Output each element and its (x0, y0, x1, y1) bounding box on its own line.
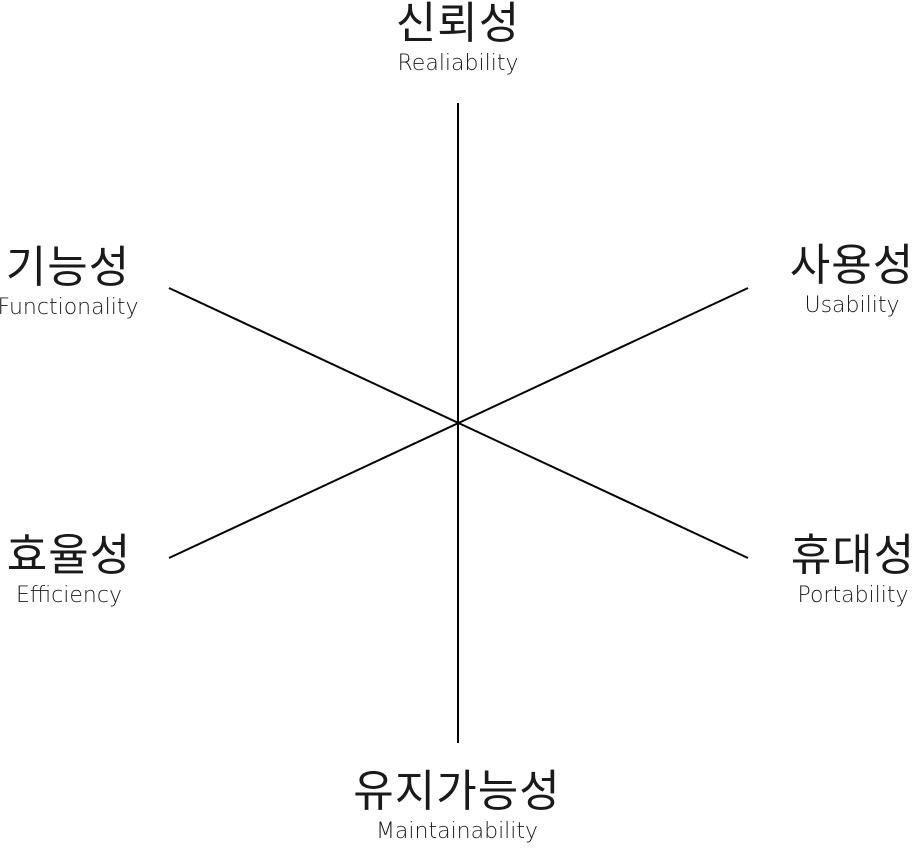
label-efficiency: 효율성 Efficiency (7, 530, 131, 610)
label-reliability-korean: 신뢰성 (395, 0, 521, 49)
label-usability-english: Usability (804, 293, 900, 318)
label-portability-english: Portability (797, 583, 909, 608)
label-portability: 휴대성 Portability (791, 530, 915, 610)
label-functionality-korean: 기능성 (5, 242, 131, 293)
label-reliability: 신뢰성 Realiability (396, 0, 520, 78)
label-efficiency-korean: 효율성 (6, 530, 132, 581)
label-usability: 사용성 Usability (790, 240, 914, 320)
label-maintainability: 유지가능성 Maintainability (353, 766, 560, 846)
label-maintainability-english: Maintainability (375, 819, 539, 844)
label-functionality: 기능성 Functionality (0, 242, 138, 322)
label-efficiency-english: Efficiency (16, 583, 122, 608)
label-usability-korean: 사용성 (789, 240, 915, 291)
label-maintainability-korean: 유지가능성 (353, 766, 561, 817)
axis-line-functionality-portability (168, 287, 749, 559)
label-functionality-english: Functionality (0, 295, 139, 320)
label-portability-korean: 휴대성 (790, 530, 916, 581)
label-reliability-english: Realiability (397, 51, 519, 76)
